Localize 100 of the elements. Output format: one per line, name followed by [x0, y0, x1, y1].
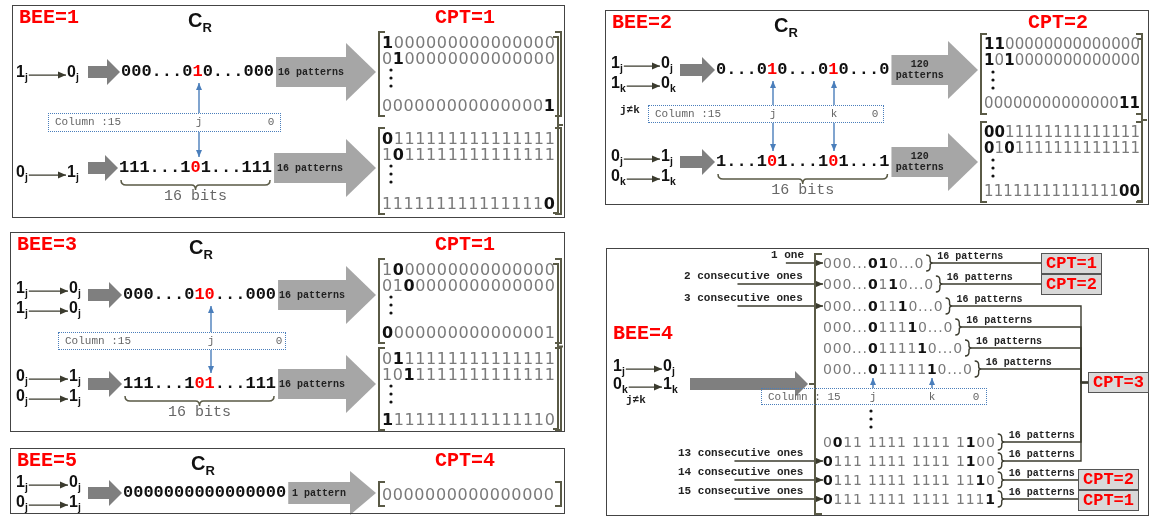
matrix-row: 1000000000000000	[382, 261, 556, 278]
bit-label: 0$_{j}$	[16, 163, 28, 188]
bit-matrix	[377, 127, 563, 215]
block-arrow	[276, 43, 376, 101]
block-arrow	[88, 59, 120, 85]
arrow-label: 16 patterns	[278, 66, 345, 78]
leader-arrow	[736, 280, 824, 288]
block-arrow	[88, 480, 122, 506]
bit-pattern: 000...010...000	[121, 61, 275, 83]
panel	[10, 232, 565, 432]
index-arrow	[770, 80, 776, 106]
matrix-row: 0101111111111111	[984, 140, 1141, 157]
bit-pattern: 0000000000000000	[123, 482, 287, 504]
block-arrow	[891, 133, 978, 191]
block-arrow	[680, 57, 715, 83]
block-arrow	[680, 149, 715, 175]
column-index-box	[761, 388, 987, 405]
panel	[12, 5, 565, 218]
row-label: 2 consecutive ones	[684, 270, 803, 283]
cpt-badge: CPT=1	[1041, 253, 1102, 274]
matrix-row: 0111111111111111	[382, 130, 556, 147]
bit-label: 0$_{j}$	[67, 63, 79, 88]
bit-pattern: 0011 1111 1111 1100	[823, 433, 996, 451]
edge-label: 16 patterns	[966, 315, 1033, 326]
bit-matrix	[377, 481, 563, 507]
column-heading: C$_{R}$	[774, 14, 798, 42]
arrow	[28, 307, 69, 315]
matrix-row: 1000000000000000	[382, 34, 556, 51]
column-label: 0	[275, 334, 283, 348]
row-label: 14 consecutive ones	[678, 466, 804, 479]
column-label: j	[195, 115, 203, 129]
arrow	[28, 395, 69, 403]
column-label: Column :15	[55, 115, 121, 129]
bit-label: 1$_{j}$	[67, 163, 79, 188]
brace-connector	[997, 490, 1079, 508]
index-arrow	[196, 82, 202, 114]
bit-label: 1$_{k}$	[611, 74, 626, 99]
arrow	[28, 71, 67, 79]
bit-matrix	[377, 31, 563, 117]
block-arrow	[88, 282, 122, 308]
cpt-badge: CPT=2	[1041, 274, 1102, 295]
bit-matrix	[377, 347, 563, 431]
edge-label: 16 patterns	[976, 336, 1042, 347]
edge-label: 16 patterns	[1008, 487, 1075, 498]
matrix-row: 0111111111111111	[382, 350, 556, 367]
arrow	[623, 155, 661, 163]
block-arrow	[278, 266, 376, 324]
panel	[605, 10, 1149, 205]
bit-label: 1$_{j}$	[16, 299, 28, 324]
note-label: j≠k	[626, 394, 646, 406]
bit-label: 0$_{j}$	[16, 493, 28, 518]
bit-pattern: 000...010...0	[823, 254, 925, 272]
edge-label: 16 patterns	[937, 251, 1004, 262]
matrix-row: 1111111111111110	[382, 195, 556, 212]
column-label: j	[769, 107, 777, 121]
bit-label: 0$_{k}$	[611, 167, 626, 192]
index-arrow	[770, 122, 776, 152]
cpt-badge: CPT=2	[1078, 469, 1139, 490]
block-arrow	[690, 371, 808, 397]
panel-heading: BEE=1	[19, 7, 79, 29]
leader-arrow	[733, 495, 824, 503]
column-label: k	[830, 107, 838, 121]
arrow-label: 1 pattern	[292, 487, 347, 499]
row-label: 1 one	[771, 249, 804, 262]
bit-pattern: 111...101...111	[119, 157, 273, 179]
brace-connector	[997, 381, 1089, 470]
matrix-row: 0000000000000001	[382, 97, 556, 114]
cpt-badge: CPT=1	[1078, 490, 1139, 511]
bit-matrix	[979, 33, 1144, 115]
bit-matrix	[979, 121, 1144, 203]
bit-pattern: 000...0111110...0	[823, 339, 963, 357]
leader-arrow	[736, 302, 824, 310]
column-index-box	[58, 332, 286, 350]
bit-pattern: 0111 1111 1111 1100	[823, 452, 996, 470]
cpt-heading: CPT=1	[434, 7, 496, 29]
block-arrow	[278, 355, 376, 413]
bracket	[809, 253, 823, 515]
index-arrow	[870, 377, 876, 389]
matrix-row: 1010000000000000	[984, 52, 1141, 69]
cpt-heading: CPT=4	[434, 450, 496, 472]
cpt-heading: CPT=1	[434, 234, 496, 256]
matrix-row: 1100000000000000	[984, 36, 1141, 53]
arrow-label: 16 patterns	[277, 162, 344, 174]
panel-heading: BEE=5	[17, 450, 77, 472]
bit-pattern: 000...010...000	[123, 284, 277, 306]
edge-label: 16 patterns	[985, 357, 1052, 368]
arrow	[623, 62, 661, 70]
block-arrow	[88, 371, 122, 397]
row-label: 3 consecutive ones	[684, 292, 803, 305]
block-arrow	[891, 41, 978, 99]
bit-label: 0$_{k}$	[661, 74, 676, 99]
brace-connector	[925, 254, 1042, 272]
brace-connector	[997, 471, 1079, 489]
matrix-row: 1111111111111100	[984, 183, 1141, 200]
column-label: Column :15	[655, 107, 721, 121]
arrow-label: 120 patterns	[894, 59, 945, 81]
index-arrow	[208, 349, 214, 374]
matrix-row: 0000000000000011	[984, 95, 1141, 112]
leader-arrow	[733, 457, 824, 465]
arrow	[625, 365, 663, 373]
